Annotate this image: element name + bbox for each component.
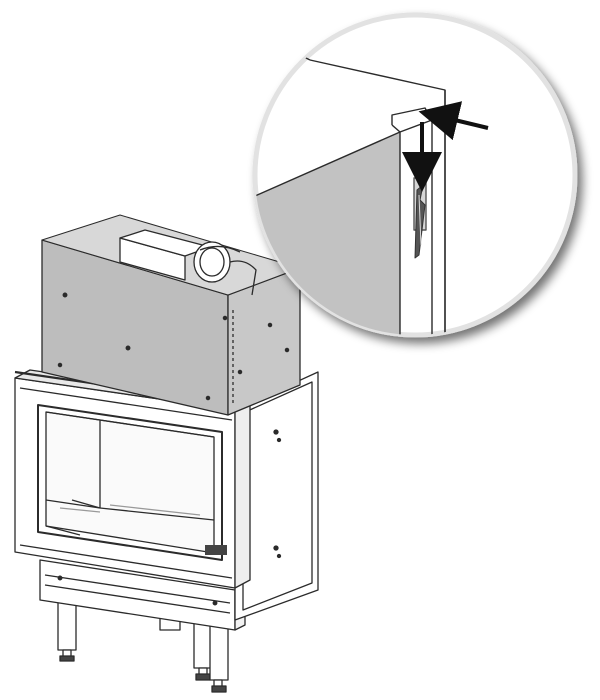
arrow-left-icon (418, 101, 489, 141)
legs (57, 589, 229, 693)
glass-window (37, 404, 227, 561)
flue-outlet (119, 229, 257, 296)
fireplace-insert (14, 214, 319, 693)
